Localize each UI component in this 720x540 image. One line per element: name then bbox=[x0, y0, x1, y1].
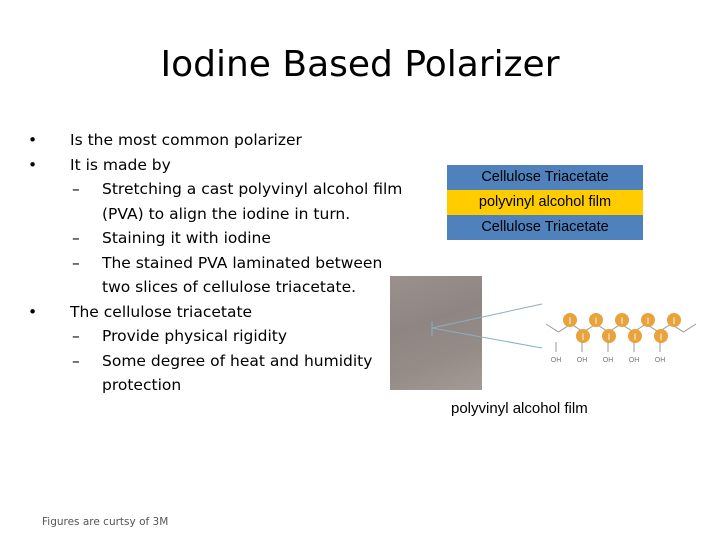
hydroxyl-label: OH bbox=[551, 357, 562, 364]
sub-bullet-item: Stretching a cast polyvinyl alcohol film… bbox=[28, 177, 408, 226]
sub-bullet-item: Provide physical rigidity bbox=[28, 324, 408, 349]
iodine-atom bbox=[563, 313, 577, 327]
sub-bullet-item: The stained PVA laminated between two sl… bbox=[28, 251, 408, 300]
iodine-atom bbox=[615, 313, 629, 327]
iodine-label: I bbox=[673, 316, 676, 326]
iodine-label: I bbox=[569, 316, 572, 326]
iodine-atom bbox=[602, 329, 616, 343]
layer-triacetate-bottom: Cellulose Triacetate bbox=[447, 215, 643, 240]
iodine-atom bbox=[628, 329, 642, 343]
iodine-label: I bbox=[647, 316, 650, 326]
hydroxyl-label: OH bbox=[629, 357, 640, 364]
iodine-atom bbox=[654, 329, 668, 343]
film-caption: polyvinyl alcohol film bbox=[451, 400, 588, 417]
bullet-list: Is the most common polarizer It is made … bbox=[28, 128, 408, 398]
iodine-label: I bbox=[608, 332, 611, 342]
pva-film-photo bbox=[390, 276, 482, 390]
iodine-label: I bbox=[660, 332, 663, 342]
sub-bullet-item: Some degree of heat and humidity protect… bbox=[28, 349, 408, 398]
hydroxyl-label: OH bbox=[655, 357, 666, 364]
iodine-label: I bbox=[634, 332, 637, 342]
hydroxyl-label: OH bbox=[577, 357, 588, 364]
figure-credit: Figures are curtsy of 3M bbox=[42, 516, 169, 528]
iodine-atom bbox=[589, 313, 603, 327]
zoom-lines bbox=[431, 303, 543, 349]
slide-title: Iodine Based Polarizer bbox=[160, 44, 560, 85]
iodine-label: I bbox=[621, 316, 624, 326]
polarizer-layer-diagram: Cellulose Triacetate polyvinyl alcohol f… bbox=[447, 165, 643, 240]
sub-bullet-item: Staining it with iodine bbox=[28, 226, 408, 251]
layer-triacetate-top: Cellulose Triacetate bbox=[447, 165, 643, 190]
layer-pva: polyvinyl alcohol film bbox=[447, 190, 643, 215]
hydroxyl-label: OH bbox=[603, 357, 614, 364]
bullet-item: Is the most common polarizer bbox=[28, 128, 408, 153]
iodine-atom bbox=[576, 329, 590, 343]
iodine-atom bbox=[641, 313, 655, 327]
iodine-atom bbox=[667, 313, 681, 327]
bullet-item: The cellulose triacetate bbox=[28, 300, 408, 325]
iodine-label: I bbox=[595, 316, 598, 326]
iodine-label: I bbox=[582, 332, 585, 342]
bullet-item: It is made by bbox=[28, 153, 408, 178]
